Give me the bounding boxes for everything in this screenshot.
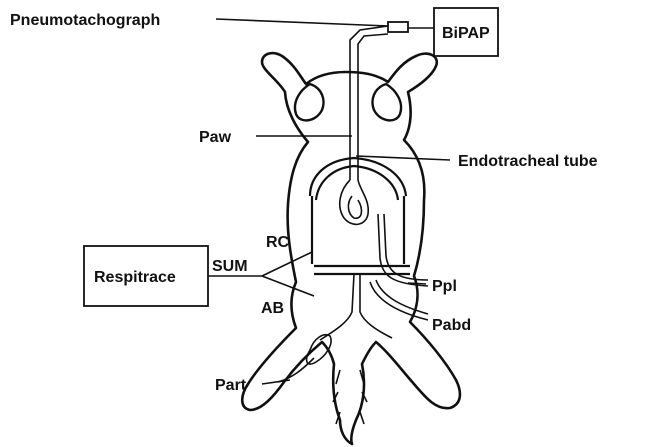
- pneumotachograph-leader: [216, 19, 388, 26]
- label-pneumotachograph: Pneumotachograph: [10, 12, 160, 29]
- label-ab: AB: [261, 300, 284, 317]
- label-sum: SUM: [212, 258, 248, 275]
- ppl-leader: [408, 283, 426, 284]
- pneumotachograph-device: [388, 22, 408, 32]
- label-endotracheal-tube: Endotracheal tube: [458, 153, 598, 170]
- label-pabd: Pabd: [432, 317, 471, 334]
- label-bipap: BiPAP: [442, 25, 490, 42]
- label-rc: RC: [266, 234, 290, 251]
- label-part: Part: [215, 377, 247, 394]
- label-paw: Paw: [199, 129, 232, 146]
- label-respitrace: Respitrace: [94, 269, 176, 286]
- label-ppl: Ppl: [432, 278, 457, 295]
